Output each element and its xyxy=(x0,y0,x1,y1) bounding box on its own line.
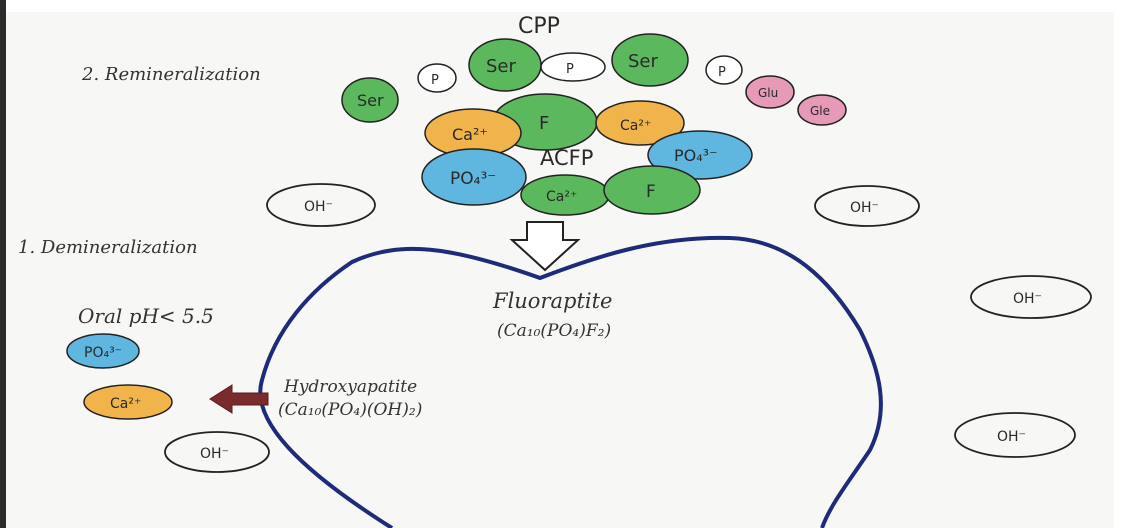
oral-ph-label: Oral pH< 5.5 xyxy=(78,304,214,328)
ser-label: Ser xyxy=(357,91,384,110)
down-arrow-icon xyxy=(509,221,581,272)
demineralization-label: 1. Demineralization xyxy=(18,237,198,258)
hydroxide-label: OH⁻ xyxy=(200,446,229,462)
phosphate-label: P xyxy=(718,65,726,80)
hydroxide-ion xyxy=(970,275,1092,319)
phosphate-ion-label: PO₄³⁻ xyxy=(674,146,718,165)
phosphate-node xyxy=(540,52,606,82)
cpp-title: CPP xyxy=(518,14,560,39)
ser-node xyxy=(341,77,399,123)
gle-label: Gle xyxy=(810,104,830,118)
hydroxide-label: OH⁻ xyxy=(997,429,1026,445)
phosphate-ion-label: PO₄³⁻ xyxy=(450,169,496,189)
ser-label: Ser xyxy=(486,56,517,77)
fluoraptite-formula: (Ca₁₀(PO₄)F₂) xyxy=(497,321,611,341)
tooth-outline xyxy=(258,235,883,528)
acfp-label: ACFP xyxy=(540,146,593,170)
phosphate-ion xyxy=(421,148,527,206)
hydroxyapatite-formula: (Ca₁₀(PO₄)(OH)₂) xyxy=(278,400,422,420)
phosphate-ion-label: PO₄³⁻ xyxy=(84,345,122,361)
ser-label: Ser xyxy=(628,51,659,72)
phosphate-label: P xyxy=(431,73,439,88)
hydroxide-label: OH⁻ xyxy=(1013,291,1042,307)
hydroxide-ion xyxy=(266,183,376,227)
fluoride-label: F xyxy=(646,182,656,202)
phosphate-ion xyxy=(647,130,753,180)
hydroxide-ion xyxy=(814,185,920,227)
hydroxide-ions: OH⁻ OH⁻ OH⁻ OH⁻ OH⁻ xyxy=(164,183,1092,473)
release-arrow-icon xyxy=(209,384,269,414)
hydroxyapatite-label: Hydroxyapatite xyxy=(283,377,417,397)
fluoraptite-label: Fluoraptite xyxy=(492,289,612,313)
hydroxide-ion xyxy=(164,431,270,473)
glu-node xyxy=(745,75,795,109)
fluoride-ion xyxy=(603,165,701,215)
fluoride-label: F xyxy=(539,113,549,134)
phosphate-node xyxy=(417,63,457,93)
cpp-chain: Ser P Ser P Ser P Glu Gle xyxy=(341,33,847,126)
top-margin xyxy=(0,0,1122,12)
left-edge xyxy=(0,0,6,528)
calcium-ion xyxy=(83,384,173,420)
glu-label: Glu xyxy=(758,86,778,100)
calcium-label: Ca²⁺ xyxy=(546,189,577,205)
ser-node xyxy=(611,33,689,87)
phosphate-label: P xyxy=(566,62,574,77)
calcium-ion xyxy=(595,100,685,146)
phosphate-node xyxy=(705,55,743,85)
calcium-label: Ca²⁺ xyxy=(620,118,651,134)
calcium-label: Ca²⁺ xyxy=(452,125,488,144)
remineralization-label: 2. Remineralization xyxy=(81,64,261,85)
phosphate-ion xyxy=(66,333,140,369)
hydroxide-label: OH⁻ xyxy=(850,200,879,216)
calcium-label: Ca²⁺ xyxy=(110,396,141,412)
hydroxide-ion xyxy=(954,412,1076,458)
hydroxide-label: OH⁻ xyxy=(304,199,333,215)
gle-node xyxy=(797,94,847,126)
acfp-cluster: F Ca²⁺ Ca²⁺ ACFP PO₄³⁻ PO₄³⁻ Ca²⁺ F xyxy=(421,93,753,216)
